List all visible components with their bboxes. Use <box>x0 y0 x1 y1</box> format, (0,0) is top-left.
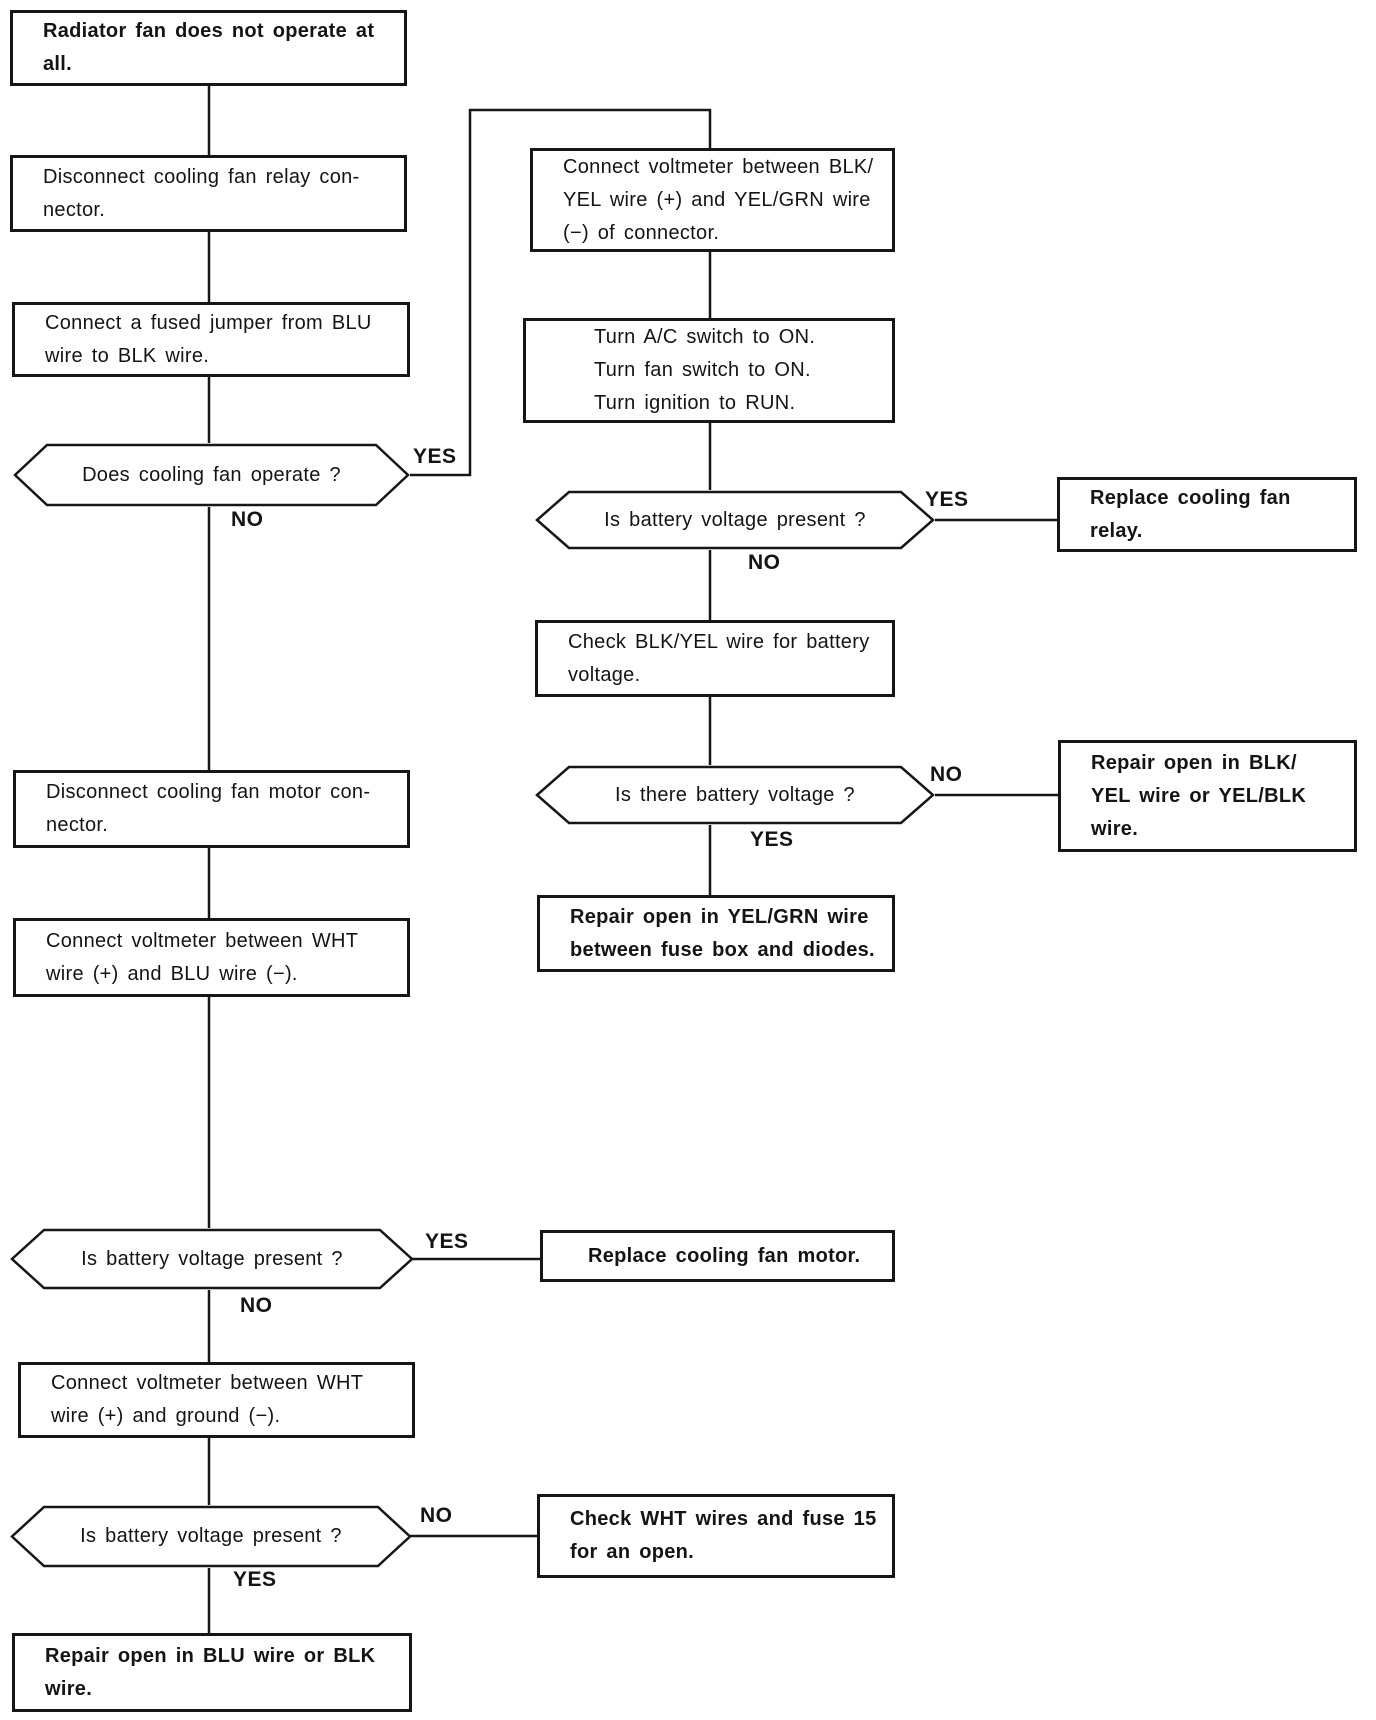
edge-label-battery3-yes: YES <box>233 1568 277 1591</box>
decision-battery-present-2-text: Is battery voltage present ? <box>81 1247 343 1270</box>
decision-battery-voltage: Is there battery voltage ? <box>535 765 935 825</box>
node-repair-blkyel: Repair open in BLK/ YEL wire or YEL/BLK … <box>1058 740 1357 852</box>
decision-battery-present-1: Is battery voltage present ? <box>535 490 935 550</box>
hexagon-shape <box>10 1228 414 1290</box>
edge-label-battery2-yes: YES <box>425 1230 469 1253</box>
decision-battery-present-3: Is battery voltage present ? <box>10 1505 412 1568</box>
node-repair-yelgrn: Repair open in YEL/GRN wire between fuse… <box>537 895 895 972</box>
decision-battery-voltage-text: Is there battery voltage ? <box>615 783 855 806</box>
node-replace-motor: Replace cooling fan motor. <box>540 1230 895 1282</box>
hexagon-shape <box>13 443 410 507</box>
decision-battery-present-2: Is battery voltage present ? <box>10 1228 414 1290</box>
node-disconnect-relay-connector: Disconnect cooling fan relay con- nector… <box>10 155 407 232</box>
edge-label-battery1-yes: YES <box>925 488 969 511</box>
node-check-blkyel-wire: Check BLK/YEL wire for battery voltage. <box>535 620 895 697</box>
edge-label-battery2-no: NO <box>240 1294 273 1317</box>
node-replace-relay: Replace cooling fan relay. <box>1057 477 1357 552</box>
edge-label-battery-voltage-no: NO <box>930 763 963 786</box>
hexagon-shape <box>535 490 935 550</box>
edge-fan-operate-yes-loop <box>410 108 712 477</box>
edge-label-battery-voltage-yes: YES <box>750 828 794 851</box>
node-voltmeter-blkyel: Connect voltmeter between BLK/ YEL wire … <box>530 148 895 252</box>
edge-label-battery3-no: NO <box>420 1504 453 1527</box>
decision-fan-operate: Does cooling fan operate ? <box>13 443 410 507</box>
hexagon-shape <box>10 1505 412 1568</box>
decision-battery-present-1-text: Is battery voltage present ? <box>604 508 866 531</box>
decision-battery-present-3-text: Is battery voltage present ? <box>80 1525 342 1547</box>
node-fused-jumper: Connect a fused jumper from BLU wire to … <box>12 302 410 377</box>
node-check-wht-fuse: Check WHT wires and fuse 15 for an open. <box>537 1494 895 1578</box>
node-voltmeter-wht-ground: Connect voltmeter between WHT wire (+) a… <box>18 1362 415 1438</box>
edge-label-fan-operate-yes: YES <box>413 445 457 468</box>
node-repair-blu-blk: Repair open in BLU wire or BLK wire. <box>12 1633 412 1712</box>
node-turn-switches-on: Turn A/C switch to ON. Turn fan switch t… <box>523 318 895 423</box>
node-radiator-fan-not-operate: Radiator fan does not operate at all. <box>10 10 407 86</box>
edge-label-battery1-no: NO <box>748 551 781 574</box>
decision-fan-operate-text: Does cooling fan operate ? <box>82 463 341 486</box>
edge-label-fan-operate-no: NO <box>231 508 264 531</box>
hexagon-shape <box>535 765 935 825</box>
node-voltmeter-wht-blu: Connect voltmeter between WHT wire (+) a… <box>13 918 410 997</box>
node-disconnect-motor-connector: Disconnect cooling fan motor con- nector… <box>13 770 410 848</box>
